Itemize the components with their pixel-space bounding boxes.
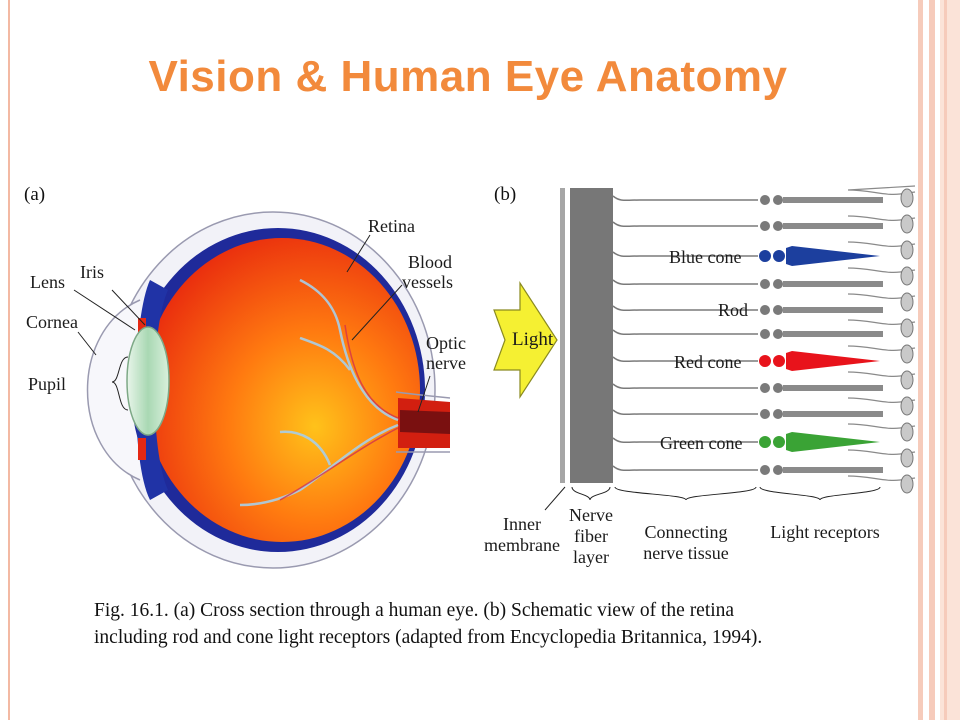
rod-outer-segment [783,411,883,417]
label-rod: Rod [718,300,749,320]
rod-cell-body [760,465,770,475]
outer-cell-outline [847,185,916,482]
label-blood: Blood [408,252,453,272]
panel-b-label: (b) [494,184,517,205]
label-iris: Iris [80,262,104,282]
connecting-nerve-line [612,279,758,286]
label-inner: Inner [503,514,541,534]
label-vessels: vessels [402,272,453,292]
slide-title: Vision & Human Eye Anatomy [148,52,788,101]
rod-outer-segment [783,197,883,203]
connecting-nerve-line [612,409,758,416]
rod-outer-segment [783,223,883,229]
nerve-fiber-layer [570,188,613,483]
pigment-cell [900,370,914,390]
caption-line-1: Fig. 16.1. (a) Cross section through a h… [94,600,735,621]
panel-a-label: (a) [24,184,46,205]
label-nerve-fiber-1: Nerve [569,505,613,525]
inner-membrane [560,188,565,483]
rod-cell-body [760,409,770,419]
label-nerve-tissue: nerve tissue [643,543,729,563]
label-connecting: Connecting [644,522,728,542]
slide-border-right [929,0,935,720]
label-nerve-fiber-3: layer [573,547,609,567]
rod-cell-body [773,409,783,419]
retina-brackets [544,486,881,511]
rod-cell-body [760,329,770,339]
connecting-nerve-line [612,356,758,363]
rod-cell-body [773,305,783,315]
pigment-cell [900,318,914,338]
pigment-cell [900,448,914,468]
rod-outer-segment [783,331,883,337]
pigment-cell [900,266,914,286]
figure-caption: Fig. 16.1. (a) Cross section through a h… [94,597,874,651]
retina-receptor-rows [612,195,883,475]
cone-cell-body [773,250,785,262]
pigment-cell [900,344,914,364]
cone-cell-body [773,436,785,448]
rod-cell-body [773,383,783,393]
caption-line-2: including rod and cone light receptors (… [94,627,763,648]
pigment-cell [900,292,914,312]
cone-outer-segment [786,351,880,371]
connecting-nerve-line [612,251,758,258]
rod-cell-body [773,465,783,475]
rod-outer-segment [783,385,883,391]
pigment-cell [900,396,914,416]
connecting-nerve-line [612,437,758,444]
label-membrane: membrane [484,535,560,555]
retina-schematic [493,188,613,483]
slide-border-right [944,0,947,720]
slide-border-right [918,0,923,720]
connecting-nerve-line [612,329,758,336]
connecting-nerve-line [612,221,758,228]
connecting-nerve-line [612,465,758,472]
label-green-cone: Green cone [660,433,743,453]
label-red-cone: Red cone [674,352,742,372]
cone-outer-segment [786,432,880,452]
rod-cell-body [760,279,770,289]
label-light-receptors: Light receptors [770,522,880,542]
label-light: Light [512,329,554,350]
rod-cell-body [773,329,783,339]
rod-cell-body [760,383,770,393]
cone-cell-body [773,355,785,367]
pigment-cell [900,188,914,208]
rod-cell-body [773,221,783,231]
label-blue-cone: Blue cone [669,247,742,267]
pigment-cell [900,422,914,442]
connecting-nerve-line [612,383,758,390]
rod-cell-body [773,279,783,289]
connecting-nerve-line [612,305,758,312]
label-optic: Optic [426,333,466,353]
pigment-cell [900,474,914,494]
label-pupil: Pupil [28,374,67,394]
label-cornea: Cornea [26,312,78,332]
label-nerve: nerve [426,353,466,373]
slide-border-left [8,0,10,720]
cone-cell-body [759,355,771,367]
label-retina: Retina [368,216,415,236]
rod-outer-segment [783,467,883,473]
label-nerve-fiber-2: fiber [574,526,608,546]
label-lens: Lens [30,272,65,292]
cone-cell-body [759,436,771,448]
rod-outer-segment [783,281,883,287]
cone-cell-body [759,250,771,262]
retina-outer-cells [847,185,916,494]
pigment-cell [900,240,914,260]
connecting-nerve-line [612,195,758,202]
rod-cell-body [760,305,770,315]
rod-cell-body [760,195,770,205]
eye-cross-section [86,211,451,569]
pigment-cell [900,214,914,234]
rod-cell-body [773,195,783,205]
rod-cell-body [760,221,770,231]
rod-outer-segment [783,307,883,313]
eye-leader-lines [73,234,431,413]
cone-outer-segment [786,246,880,266]
light-arrow-icon [493,280,558,400]
